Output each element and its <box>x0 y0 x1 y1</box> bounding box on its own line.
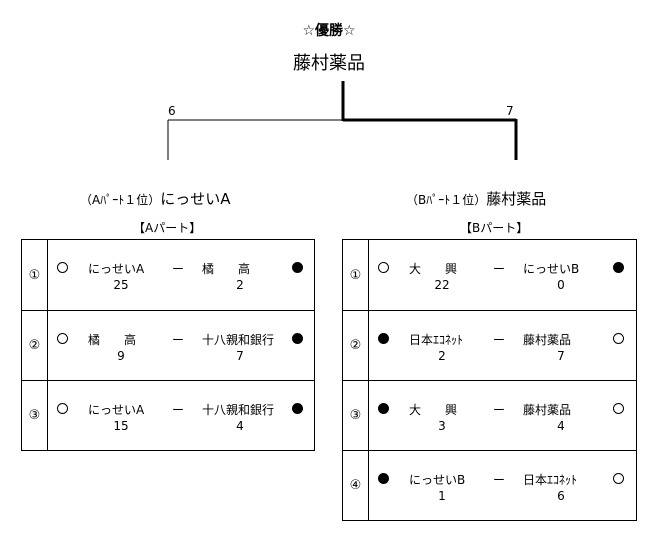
score-right: 7 <box>557 349 565 363</box>
team-left: にっせいA <box>88 262 145 276</box>
team-right: 藤村薬品 <box>523 333 572 347</box>
match-row: ② 日本ｴｺﾈｯﾄ ー 藤村薬品 2 7 <box>343 310 636 380</box>
part-a-rank-team: にっせいA <box>160 190 231 208</box>
team-right: 橘 高 <box>202 262 251 276</box>
win-mark-icon <box>292 333 303 344</box>
part-a-rank-prefix: （Aﾊﾟｰﾄ１位） <box>80 193 161 207</box>
win-mark-icon <box>292 262 303 273</box>
loss-mark-icon <box>57 333 68 344</box>
versus-dash: ー <box>493 262 506 276</box>
team-left: 大 興 <box>409 262 458 276</box>
team-left: にっせいB <box>409 473 466 487</box>
team-left: 大 興 <box>409 403 458 417</box>
loss-mark-icon <box>613 403 624 414</box>
score-right: 0 <box>557 278 565 292</box>
versus-dash: ー <box>493 403 506 417</box>
match-number: ① <box>343 240 369 310</box>
loss-mark-icon <box>57 403 68 414</box>
part-b-label: 【Bパート】 <box>460 221 529 235</box>
title-winner: ☆優勝☆ <box>302 23 356 39</box>
match-number: ② <box>343 311 369 380</box>
score-left: 2 <box>438 349 446 363</box>
final-score-right: 7 <box>506 104 514 118</box>
versus-dash: ー <box>493 473 506 487</box>
match-row: ① にっせいA ー 橘 高 25 2 <box>22 240 314 310</box>
part-a-label: 【Aパート】 <box>133 221 202 235</box>
score-left: 9 <box>117 349 125 363</box>
win-mark-icon <box>613 262 624 273</box>
part-b-rank-team: 藤村薬品 <box>486 190 547 208</box>
part-b-rank-prefix: （Bﾊﾟｰﾄ１位） <box>406 193 487 207</box>
score-left: 1 <box>438 489 446 503</box>
score-right: 4 <box>236 419 244 433</box>
match-row: ③ にっせいA ー 十八親和銀行 15 4 <box>22 380 314 450</box>
part-b-table: ① 大 興 ー にっせいB 22 0 ② 日本ｴｺﾈｯﾄ ー 藤村薬品 2 7 … <box>342 239 637 521</box>
match-number: ② <box>22 311 48 380</box>
team-right: 十八親和銀行 <box>202 333 275 347</box>
versus-dash: ー <box>172 333 185 347</box>
team-left: 橘 高 <box>88 333 137 347</box>
team-right: 日本ｴｺﾈｯﾄ <box>523 473 578 487</box>
win-mark-icon <box>378 403 389 414</box>
team-left: 日本ｴｺﾈｯﾄ <box>409 333 464 347</box>
match-row: ① 大 興 ー にっせいB 22 0 <box>343 240 636 310</box>
score-left: 15 <box>113 419 129 433</box>
match-row: ③ 大 興 ー 藤村薬品 3 4 <box>343 380 636 450</box>
match-number: ① <box>22 240 48 310</box>
match-number: ③ <box>343 381 369 450</box>
score-left: 22 <box>434 278 450 292</box>
loss-mark-icon <box>613 473 624 484</box>
part-b-winner: （Bﾊﾟｰﾄ１位）藤村薬品 <box>406 188 546 209</box>
team-right: にっせいB <box>523 262 580 276</box>
team-right: 十八親和銀行 <box>202 403 275 417</box>
loss-mark-icon <box>613 333 624 344</box>
versus-dash: ー <box>493 333 506 347</box>
score-right: 7 <box>236 349 244 363</box>
part-a-winner: （Aﾊﾟｰﾄ１位）にっせいA <box>80 188 230 209</box>
match-row: ② 橘 高 ー 十八親和銀行 9 7 <box>22 310 314 380</box>
score-right: 2 <box>236 278 244 292</box>
score-right: 4 <box>557 419 565 433</box>
loss-mark-icon <box>57 262 68 273</box>
part-a-table: ① にっせいA ー 橘 高 25 2 ② 橘 高 ー 十八親和銀行 9 7 ③ … <box>21 239 315 451</box>
score-left: 25 <box>113 278 129 292</box>
score-right: 6 <box>557 489 565 503</box>
final-score-left: 6 <box>168 104 176 118</box>
versus-dash: ー <box>172 262 185 276</box>
win-mark-icon <box>378 333 389 344</box>
team-right: 藤村薬品 <box>523 403 572 417</box>
match-row: ④ にっせいB ー 日本ｴｺﾈｯﾄ 1 6 <box>343 450 636 520</box>
win-mark-icon <box>292 403 303 414</box>
loss-mark-icon <box>378 262 389 273</box>
champion-name: 藤村薬品 <box>293 53 365 74</box>
match-number: ③ <box>22 381 48 450</box>
win-mark-icon <box>378 473 389 484</box>
versus-dash: ー <box>172 403 185 417</box>
team-left: にっせいA <box>88 403 145 417</box>
match-number: ④ <box>343 451 369 520</box>
score-left: 3 <box>438 419 446 433</box>
